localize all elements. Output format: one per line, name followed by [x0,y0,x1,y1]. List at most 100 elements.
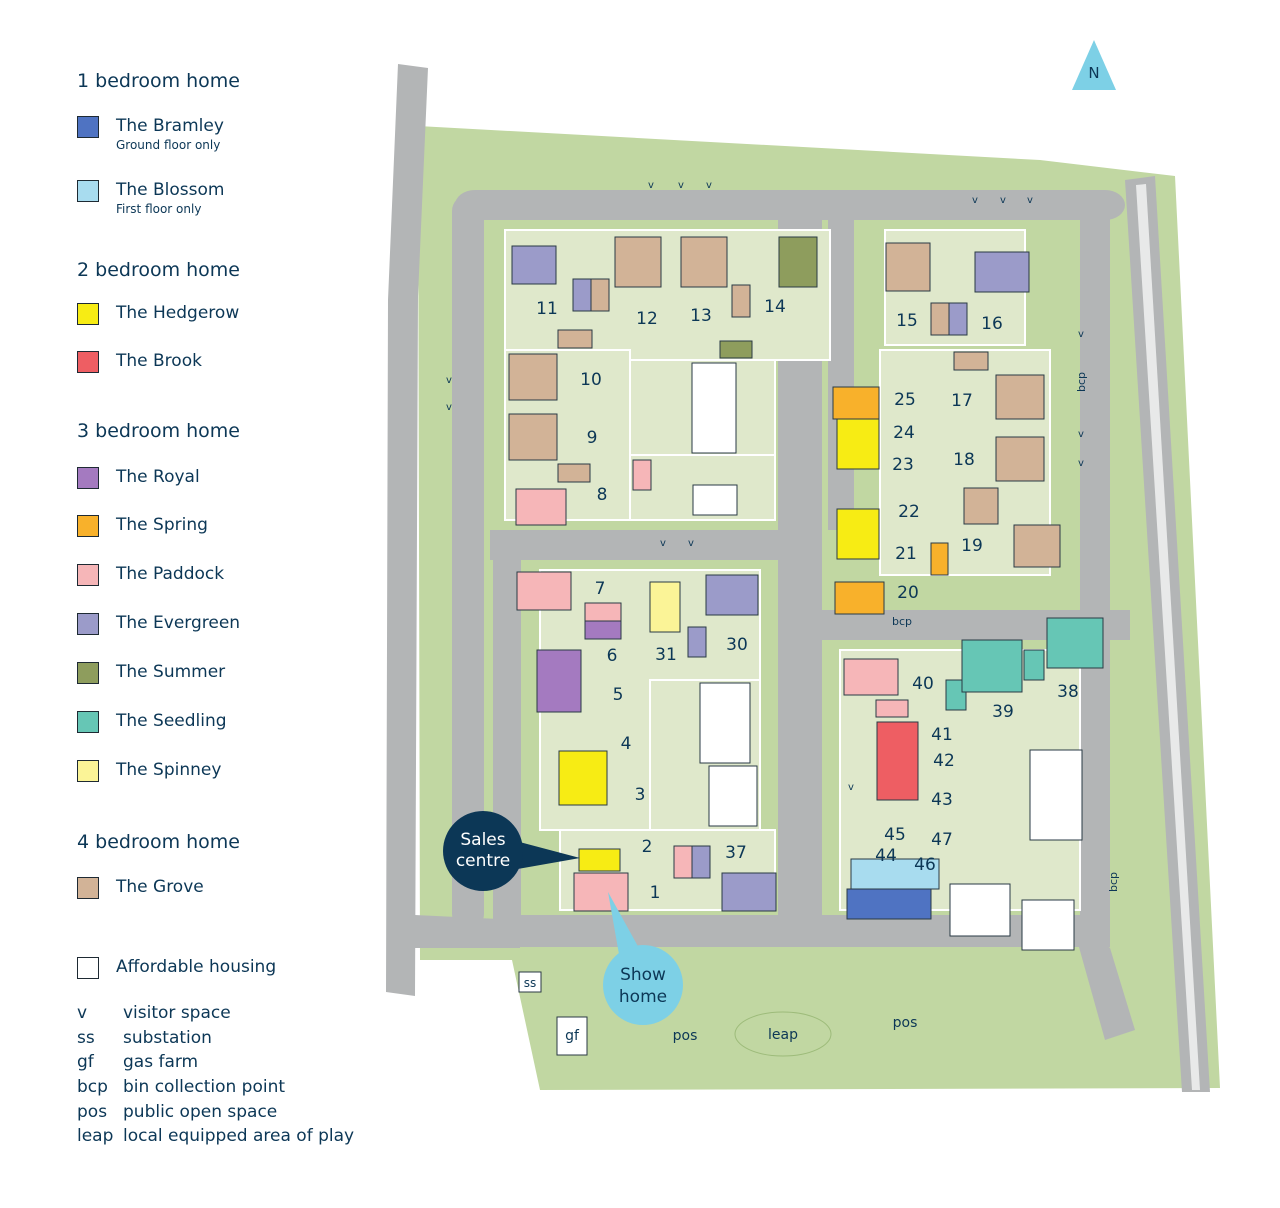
house-spring [834,581,885,615]
plot-number: 31 [655,645,677,665]
house-summer [778,236,818,288]
v-marker: v [706,180,712,191]
show-home-marker [603,945,683,1025]
legend-section-title: 4 bedroom home [77,831,240,853]
house-affordable [949,883,1011,937]
house-seedling [961,639,1023,693]
v-marker: v [1027,195,1033,206]
se-access-road [1070,915,1135,1040]
sales-centre-label-1: Sales [460,830,505,850]
house-evergreen [974,251,1030,293]
plot-number: 14 [764,297,786,317]
legend-label: The Hedgerow [116,303,240,323]
plot-number: 16 [981,314,1003,334]
v-marker: v [446,402,452,413]
sw-access-road [415,915,520,948]
visitor-space-markers: v v v v v v v v v v v v v v [446,180,1084,793]
north-arrow-icon [1072,40,1116,90]
swatch-spring [77,515,99,537]
v-marker: v [660,538,666,549]
plot-numbers: 1 2 3 4 5 6 7 8 9 10 11 12 13 14 15 16 1… [536,297,1079,903]
plot-number: 41 [931,725,953,745]
substation [518,971,542,993]
house-affordable [692,484,738,516]
plot-number: 9 [587,428,598,448]
abbr-meaning: public open space [123,1102,278,1122]
v-marker: v [688,538,694,549]
abbr-code: v [77,1003,88,1023]
abbr-code: leap [77,1126,114,1146]
plot-number: 47 [931,830,953,850]
swatch-evergreen [77,613,99,635]
house-evergreen [687,626,707,658]
v-marker: v [848,782,854,793]
legend-section-title: 3 bedroom home [77,420,240,442]
house-seedling [945,679,967,711]
v-marker: v [648,180,654,191]
plot-number: 7 [595,579,606,599]
house-grove [508,413,558,461]
plot-number: 19 [961,536,983,556]
house-paddock [673,845,693,879]
sales-centre-marker [443,811,523,891]
legend-label: The Brook [116,351,202,371]
east-mid-road [828,210,854,530]
plot-number: 45 [884,825,906,845]
house-paddock [584,602,622,622]
house-grove [680,236,728,288]
swatch-affordable [77,957,99,979]
plot-number: 11 [536,299,558,319]
legend-label: The Bramley [116,116,224,136]
plot-number: 5 [613,685,624,705]
v-marker: v [446,375,452,386]
abbr-meaning: bin collection point [123,1077,286,1097]
house-hedgerow [558,750,608,806]
legend-label: The Seedling [116,711,227,731]
house-affordable [691,362,737,454]
house-affordable [708,765,758,827]
plot-number: 15 [896,311,918,331]
v-marker: v [1078,429,1084,440]
plot-number: 10 [580,370,602,390]
plot-number: 44 [875,846,897,866]
swatch-hedgerow [77,303,99,325]
plot-number: 38 [1057,682,1079,702]
house-grove [557,329,593,349]
house-evergreen [572,278,592,312]
plot-number: 40 [912,674,934,694]
swatch-spinney [77,760,99,782]
plot-number: 1 [650,883,661,903]
house-spinney [649,581,681,633]
leap-label: leap [768,1027,798,1043]
plot-number: 46 [914,855,936,875]
plot-number: 23 [892,455,914,475]
house-grove [590,278,610,312]
house-hedgerow [578,848,621,872]
sales-centre-label-2: centre [456,851,510,871]
abbr-meaning: substation [123,1028,212,1048]
plot-number: 13 [690,306,712,326]
pos-label: pos [893,1015,918,1031]
v-marker: v [1078,329,1084,340]
house-grove [614,236,662,288]
house-evergreen [705,574,759,616]
swatch-brook [77,351,99,373]
plot-number: 2 [642,837,653,857]
v-marker: v [1000,195,1006,206]
inner-loop-road [452,195,484,930]
bcp-label: bcp [1107,872,1120,892]
abbr-code: gf [77,1052,94,1072]
plot-number: 3 [635,785,646,805]
plot-number: 4 [621,734,632,754]
abbr-meaning: visitor space [123,1003,231,1023]
plot-number: 18 [953,450,975,470]
house-spring [832,386,880,420]
plot-number: 37 [725,843,747,863]
house-paddock [516,571,572,611]
legend-label: Affordable housing [116,957,277,977]
east-road-verge [1136,184,1200,1090]
plot-number: 25 [894,390,916,410]
house-evergreen [511,245,557,285]
house-affordable [1021,899,1075,951]
legend-section-title: 1 bedroom home [77,70,240,92]
